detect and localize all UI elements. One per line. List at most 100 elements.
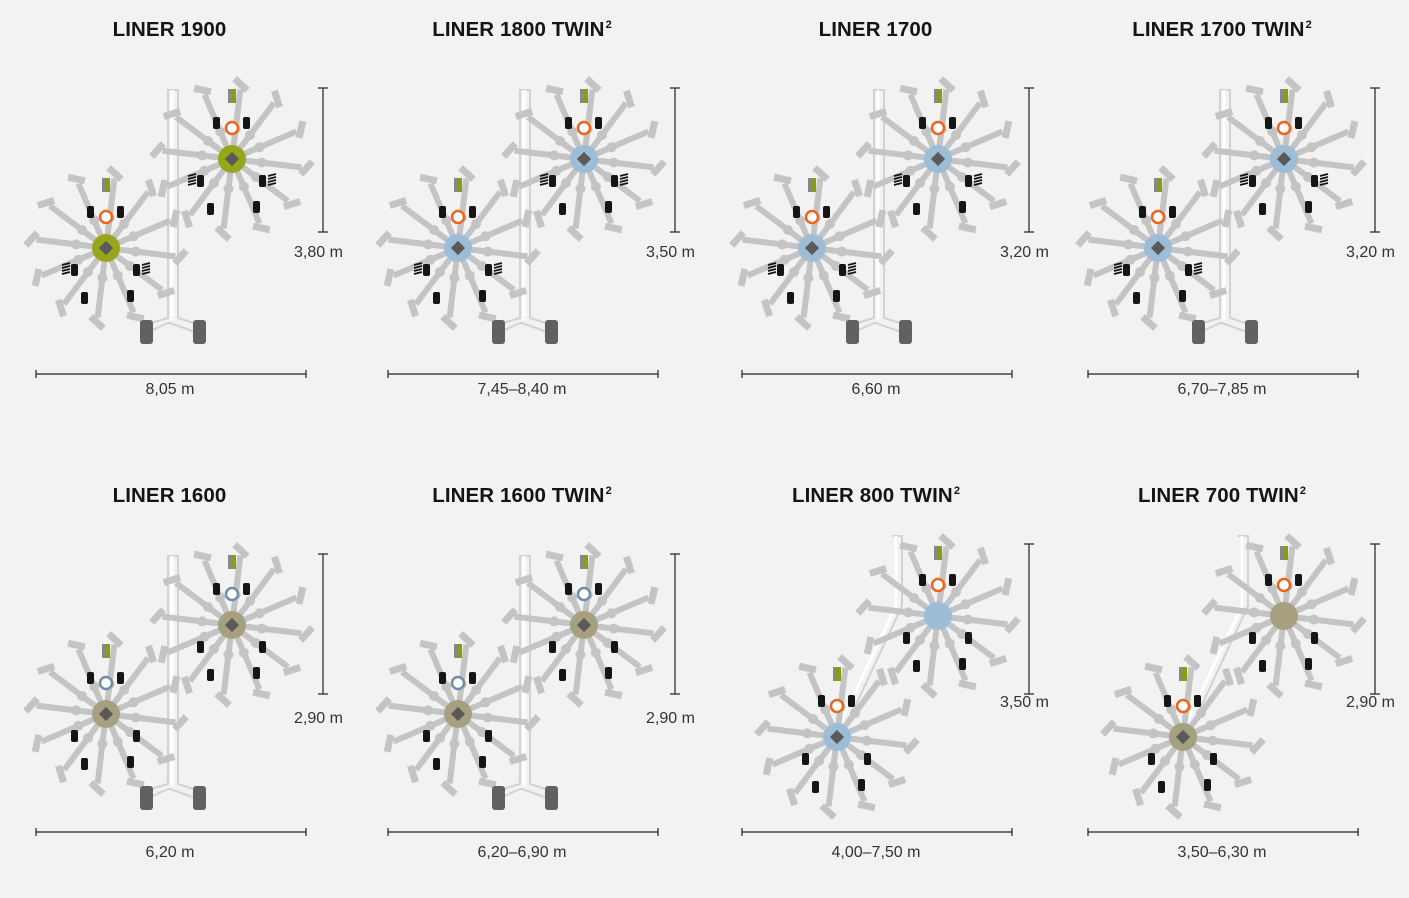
tine-bar bbox=[1245, 541, 1264, 553]
tine-bar bbox=[252, 222, 271, 234]
tine-icon bbox=[253, 201, 260, 213]
ring-icon bbox=[224, 120, 240, 136]
tine-icon bbox=[71, 264, 78, 276]
arm-joint bbox=[1164, 270, 1175, 281]
tine-bar bbox=[920, 225, 938, 242]
tine-icon bbox=[1265, 574, 1272, 586]
tine-bar bbox=[36, 197, 56, 209]
rotor bbox=[754, 654, 920, 820]
hub-center-icon bbox=[930, 151, 946, 167]
wheel-icon bbox=[140, 320, 153, 344]
rake-diagram bbox=[375, 76, 680, 378]
ring-icon bbox=[804, 209, 820, 225]
arm-joint bbox=[1290, 638, 1301, 649]
tine-bar bbox=[977, 89, 989, 109]
model-title: LINER 700 TWIN2 bbox=[1052, 484, 1392, 508]
tine-bar bbox=[31, 268, 43, 287]
tag-pole bbox=[1179, 667, 1182, 681]
tine-bar bbox=[604, 688, 623, 700]
tag-icon bbox=[1157, 178, 1162, 192]
tine-bar bbox=[458, 165, 476, 182]
tine-bar bbox=[282, 664, 302, 676]
ring-icon bbox=[576, 120, 592, 136]
arm-joint bbox=[944, 181, 955, 192]
tag-pole bbox=[102, 178, 105, 192]
arm-joint bbox=[1148, 728, 1159, 739]
tine-bar bbox=[149, 607, 166, 625]
spring-icon bbox=[619, 173, 629, 186]
tine-bar bbox=[742, 197, 762, 209]
tine-icon bbox=[595, 583, 602, 595]
arm-joint bbox=[256, 623, 267, 634]
spring-icon bbox=[267, 173, 277, 186]
tine-bar bbox=[156, 287, 176, 299]
arm-joint bbox=[608, 623, 619, 634]
tine-bar bbox=[383, 268, 395, 287]
tag-pole bbox=[934, 89, 937, 103]
arm-joint bbox=[951, 587, 962, 598]
tine-bar bbox=[1214, 108, 1234, 120]
hub-center-icon bbox=[450, 240, 466, 256]
arm-joint bbox=[1125, 254, 1136, 265]
arm-joint bbox=[429, 224, 440, 235]
tine-icon bbox=[787, 292, 794, 304]
tine-bar bbox=[298, 159, 315, 177]
tine-bar bbox=[988, 655, 1008, 667]
arm-joint bbox=[861, 735, 872, 746]
tine-bar bbox=[419, 639, 438, 651]
arm-joint bbox=[560, 643, 571, 654]
arm-joint bbox=[1150, 743, 1161, 754]
width-label: 6,20–6,90 m bbox=[477, 844, 567, 861]
hub-center-icon bbox=[98, 706, 114, 722]
ring-icon bbox=[1276, 120, 1292, 136]
tine-bar bbox=[31, 734, 43, 753]
tine-bar bbox=[812, 165, 830, 182]
tine-bar bbox=[650, 159, 667, 177]
arm-joint bbox=[97, 272, 108, 283]
tine-bar bbox=[524, 248, 541, 266]
hub-center-icon bbox=[224, 617, 240, 633]
arm-joint bbox=[223, 649, 234, 660]
model-title: LINER 1700 bbox=[706, 18, 1046, 42]
arm-joint bbox=[1255, 135, 1266, 146]
tine-icon bbox=[818, 695, 825, 707]
arm-joint bbox=[602, 638, 613, 649]
tine-bar bbox=[650, 625, 667, 643]
arm-joint bbox=[203, 601, 214, 612]
arm-joint bbox=[199, 165, 210, 176]
tine-bar bbox=[169, 675, 181, 694]
tine-icon bbox=[913, 203, 920, 215]
rotor bbox=[855, 533, 1021, 699]
arm-joint bbox=[802, 728, 813, 739]
arm-joint bbox=[482, 712, 493, 723]
arm-joint bbox=[71, 705, 82, 716]
arm-joint bbox=[1249, 607, 1260, 618]
rake-diagram bbox=[375, 542, 680, 836]
hub-center-icon bbox=[450, 706, 466, 722]
height-label: 2,90 m bbox=[294, 710, 343, 727]
tine-bar bbox=[509, 179, 521, 198]
tine-icon bbox=[1311, 632, 1318, 644]
arm-joint bbox=[429, 690, 440, 701]
tine-bar bbox=[156, 753, 176, 765]
arm-joint bbox=[1196, 708, 1207, 719]
tag-icon bbox=[583, 89, 588, 103]
arm-joint bbox=[551, 165, 562, 176]
tine-bar bbox=[181, 209, 193, 229]
tine-icon bbox=[485, 264, 492, 276]
arm-joint bbox=[905, 622, 916, 633]
tine-bar bbox=[647, 586, 659, 605]
width-label: 8,05 m bbox=[145, 381, 195, 398]
tag-icon bbox=[1182, 667, 1187, 681]
rotor bbox=[375, 165, 541, 331]
tine-bar bbox=[298, 625, 315, 643]
tag-pole bbox=[934, 546, 937, 560]
arm-joint bbox=[112, 736, 123, 747]
tine-bar bbox=[157, 645, 169, 664]
tine-icon bbox=[833, 290, 840, 302]
arm-joint bbox=[551, 631, 562, 642]
wheel-icon bbox=[899, 320, 912, 344]
tine-bar bbox=[634, 198, 654, 210]
tine-icon bbox=[605, 201, 612, 213]
